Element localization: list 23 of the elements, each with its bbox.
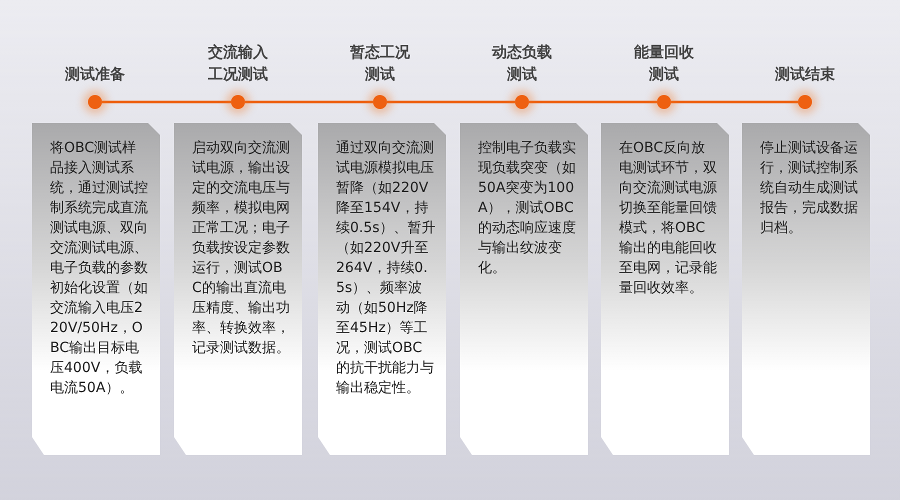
step-description: 控制电子负载实现负载突变（如50A突变为100A），测试OBC的动态响应速度与输出纹波变化。 (478, 139, 577, 278)
step-card (601, 123, 729, 455)
step-description: 启动双向交流测试电源，输出设定的交流电压与频率，模拟电网正常工况；电子负载按设定参数运行，测试OBC的输出直流电压精度、输出功率、转换效率，记录测试数据。 (192, 139, 291, 358)
step-card (742, 123, 870, 455)
step-title: 能量回收测试 (633, 42, 695, 85)
step-title: 交流输入工况测试 (207, 42, 269, 85)
step-description: 通过双向交流测试电源模拟电压暂降（如220V降至154V，持续0.5s）、暂升（如220V升至264V，持续0.5s）、频率波动（如50Hz降至45Hz）等工况，测试OBC的抗干扰能力与输出稳定性。 (336, 139, 436, 398)
step-title: 测试结束 (774, 64, 836, 85)
step-card (32, 123, 160, 455)
step-description: 在OBC反向放电测试环节，双向交流测试电源切换至能量回馈模式，将OBC输出的电能回收至电网，记录能量回收效率。 (619, 139, 718, 298)
step-title: 测试准备 (64, 64, 126, 85)
timeline-line (387, 100, 515, 104)
step-card (174, 123, 302, 455)
timeline-line (671, 100, 798, 104)
timeline-line (102, 100, 231, 104)
timeline-line (245, 100, 373, 104)
step-card (318, 123, 446, 455)
timeline-line (529, 100, 657, 104)
step-title: 暂态工况测试 (349, 42, 411, 85)
step-title: 动态负载测试 (490, 42, 553, 85)
step-description: 将OBC测试样品接入测试系统，通过测试控制系统完成直流测试电源、双向交流测试电源、电子负载的参数初始化设置（如交流输入电压220V/50Hz，OBC输出目标电压400V，负载电流50A）。 (50, 139, 149, 398)
step-description: 停止测试设备运行，测试控制系统自动生成测试报告，完成数据归档。 (760, 139, 859, 238)
step-card (460, 123, 588, 455)
